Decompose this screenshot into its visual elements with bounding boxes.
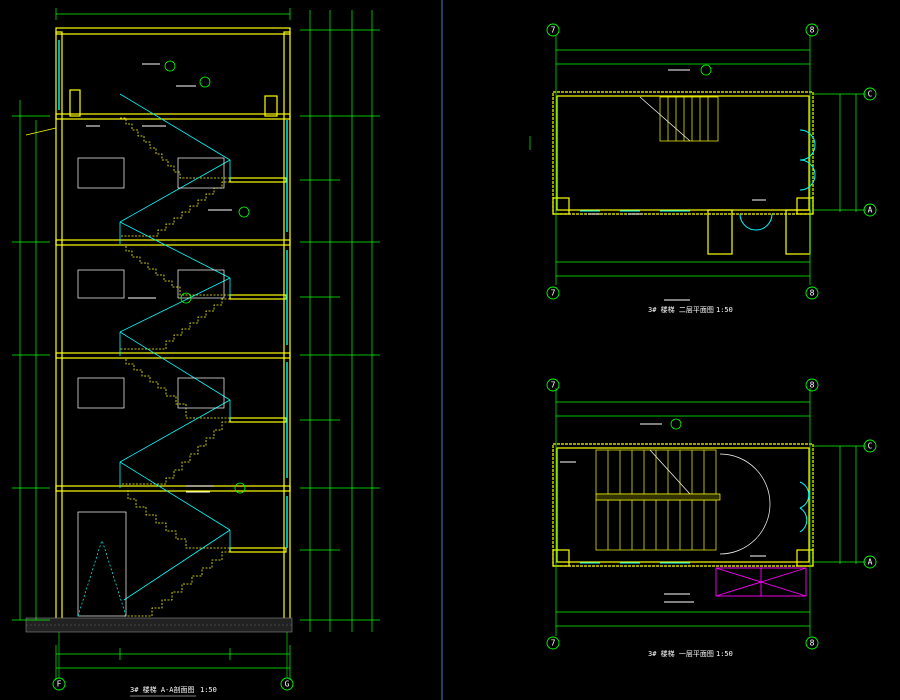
section-annotation-marks — [86, 63, 232, 493]
section-dimensions-bottom — [55, 645, 291, 680]
plan-upper-title: 3# 楼梯 二层平面图 — [648, 305, 714, 314]
plan-lower-reference-bubble — [670, 418, 682, 430]
grid-bubble-left: F — [57, 680, 62, 689]
plan-lower-grid-top-left: 7 — [551, 381, 556, 390]
plan-lower: 7 8 7 8 C A 3# 楼梯 一层平面图 1:50 — [546, 378, 877, 658]
plan-lower-grid-top-right: 8 — [810, 381, 815, 390]
plan-lower-grid-right-bottom: A — [868, 558, 873, 567]
section-scale: 1:50 — [200, 686, 217, 694]
plan-lower-grid-bubbles — [546, 378, 877, 650]
section-title: 3# 楼梯 A-A剖面图 — [130, 685, 195, 694]
plan-upper-grid-right-bottom: A — [868, 206, 873, 215]
plan-upper: 7 8 7 8 C A 3# 楼梯 二层平面图 1:50 — [529, 23, 877, 314]
section-openings — [77, 157, 225, 617]
plan-lower-title: 3# 楼梯 一层平面图 — [648, 649, 714, 658]
section-view: F G 3# 楼梯 A-A剖面图 1:50 — [12, 8, 380, 697]
section-windows — [58, 40, 288, 548]
section-dimensions-top — [55, 8, 291, 20]
grid-bubble-right: G — [285, 680, 290, 689]
section-title-block: 3# 楼梯 A-A剖面图 1:50 — [130, 685, 217, 697]
plan-upper-grid-top-left: 7 — [551, 26, 556, 35]
plan-lower-canopy — [715, 567, 807, 597]
plan-lower-annotation-marks — [560, 423, 766, 603]
ground-hatch — [25, 617, 293, 633]
plan-upper-grid-top-right: 8 — [810, 26, 815, 35]
plan-lower-grid-right-top: C — [868, 442, 873, 451]
plan-upper-grid-bottom-left: 7 — [551, 289, 556, 298]
section-dimensions-right — [300, 10, 380, 632]
plan-lower-stair — [595, 449, 771, 555]
plan-lower-grid-bottom-left: 7 — [551, 639, 556, 648]
plan-upper-dimensions — [529, 36, 866, 285]
plan-lower-dimensions — [555, 388, 866, 636]
plan-upper-grid-bottom-right: 8 — [810, 289, 815, 298]
plan-upper-grid-bubbles — [546, 23, 877, 300]
plan-lower-walls — [552, 443, 814, 567]
plan-upper-openings — [580, 129, 816, 231]
plan-lower-openings — [580, 481, 810, 564]
plan-lower-grid-bottom-right: 8 — [810, 639, 815, 648]
plan-upper-stair — [639, 96, 719, 142]
plan-upper-walls — [552, 91, 814, 255]
plan-upper-grid-right-top: C — [868, 90, 873, 99]
stair-flights — [119, 93, 231, 617]
section-grid-bubbles: F G — [52, 632, 294, 691]
plan-upper-annotation-marks — [588, 69, 766, 301]
section-dimensions-left — [12, 100, 57, 621]
section-reference-bubbles — [164, 60, 250, 494]
plan-lower-scale: 1:50 — [716, 650, 733, 658]
plan-upper-reference-bubble — [700, 64, 712, 76]
plan-upper-scale: 1:50 — [716, 306, 733, 314]
